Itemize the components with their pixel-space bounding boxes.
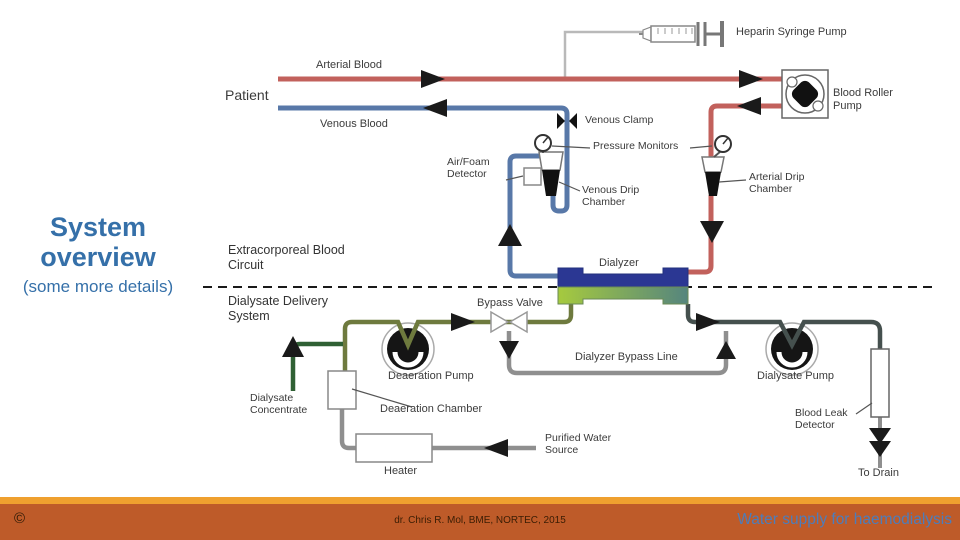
blood-roller-pump-label: Blood Roller Pump bbox=[833, 87, 893, 112]
deaeration-chamber-label: Deaeration Chamber bbox=[380, 403, 483, 415]
pressure-monitors-label: Pressure Monitors bbox=[593, 140, 679, 152]
arterial-blood-label: Arterial Blood bbox=[316, 59, 383, 71]
flow-arrow-right bbox=[696, 313, 720, 331]
flow-arrow-left bbox=[423, 99, 447, 117]
flow-arrow-right bbox=[451, 313, 475, 331]
air-foam-detector-label: Air/Foam Detector bbox=[447, 156, 490, 181]
copyright-symbol: © bbox=[14, 510, 26, 527]
pressure-gauge-icon bbox=[713, 135, 732, 158]
air-foam-detector-icon bbox=[523, 167, 542, 186]
heparin-syringe-pump-label: Heparin Syringe Pump bbox=[736, 26, 847, 38]
patient-label: Patient bbox=[225, 87, 269, 103]
blood-leak-detector-label: Blood Leak Detector bbox=[795, 407, 848, 432]
flow-arrow-down bbox=[499, 341, 519, 359]
dialyzer-bypass-line bbox=[506, 331, 729, 376]
fresh-dialysate-line bbox=[342, 304, 574, 371]
leader-lines bbox=[351, 145, 873, 415]
bypass-valve-icon bbox=[490, 310, 528, 334]
bypass-valve-label: Bypass Valve bbox=[477, 297, 543, 309]
purified-water-source-label: Purified Water Source bbox=[545, 432, 612, 457]
heater-label: Heater bbox=[384, 465, 418, 477]
flow-arrow-up bbox=[716, 341, 736, 359]
dialyzer-to-venous-line bbox=[507, 153, 558, 279]
arterial-drip-chamber-label: Arterial Drip Chamber bbox=[749, 171, 805, 196]
dialyzer-bypass-line-label: Dialyzer Bypass Line bbox=[575, 351, 678, 363]
blood-roller-pump-icon bbox=[781, 69, 829, 119]
footer-credit: dr. Chris R. Mol, BME, NORTEC, 2015 bbox=[394, 515, 566, 526]
flow-arrows bbox=[282, 70, 891, 457]
pressure-gauge-icon bbox=[534, 134, 552, 153]
footer-accent-stripe bbox=[0, 497, 960, 504]
arterial-to-dialyzer-line bbox=[688, 195, 714, 275]
venous-clamp-label: Venous Clamp bbox=[585, 114, 654, 126]
arterial-return-line bbox=[708, 103, 782, 157]
venous-drip-chamber-icon bbox=[538, 151, 564, 196]
flow-arrow-up bbox=[498, 224, 522, 246]
slide-subtitle: (some more details) bbox=[22, 277, 174, 297]
syringe-icon bbox=[639, 21, 724, 47]
heater-icon bbox=[355, 433, 433, 463]
chamber-to-heater-line bbox=[339, 409, 356, 451]
slide-title: System overview bbox=[40, 212, 156, 273]
flow-arrow-up bbox=[282, 336, 304, 357]
flow-arrow-left bbox=[737, 97, 761, 115]
dialysate-delivery-system-label: Dialysate Delivery System bbox=[228, 294, 329, 323]
dialyzer-graphic bbox=[557, 267, 689, 305]
flow-arrow-right bbox=[421, 70, 445, 88]
to-drain-label: To Drain bbox=[858, 467, 899, 479]
blood-leak-detector-icon bbox=[870, 348, 890, 418]
title-block: System overview (some more details) bbox=[0, 212, 196, 298]
footer-topic: Water supply for haemodialysis bbox=[737, 511, 952, 528]
venous-return-line bbox=[278, 105, 570, 214]
flow-arrow-down bbox=[700, 221, 724, 243]
venous-clamp-icon bbox=[557, 113, 577, 129]
extracorporeal-blood-circuit-label: Extracorporeal Blood Circuit bbox=[228, 243, 345, 272]
dialysate-concentrate-label: Dialysate Concentrate bbox=[250, 392, 308, 417]
flow-arrow-right bbox=[739, 70, 763, 88]
dialyzer-label: Dialyzer bbox=[599, 257, 639, 269]
deaeration-chamber-icon bbox=[327, 370, 357, 410]
flow-arrow-left bbox=[484, 439, 508, 457]
flow-arrow-down bbox=[869, 441, 891, 457]
flow-arrow-down bbox=[869, 428, 891, 444]
heparin-line bbox=[563, 30, 651, 78]
venous-drip-chamber-label: Venous Drip Chamber bbox=[582, 184, 640, 209]
used-dialysate-line bbox=[685, 304, 883, 350]
dialysate-pump-label: Dialysate Pump bbox=[757, 370, 835, 382]
arterial-drip-chamber-icon bbox=[701, 156, 725, 196]
deaeration-pump-label: Deaeration Pump bbox=[388, 370, 474, 382]
venous-blood-label: Venous Blood bbox=[320, 118, 388, 130]
footer-bar bbox=[0, 504, 960, 540]
